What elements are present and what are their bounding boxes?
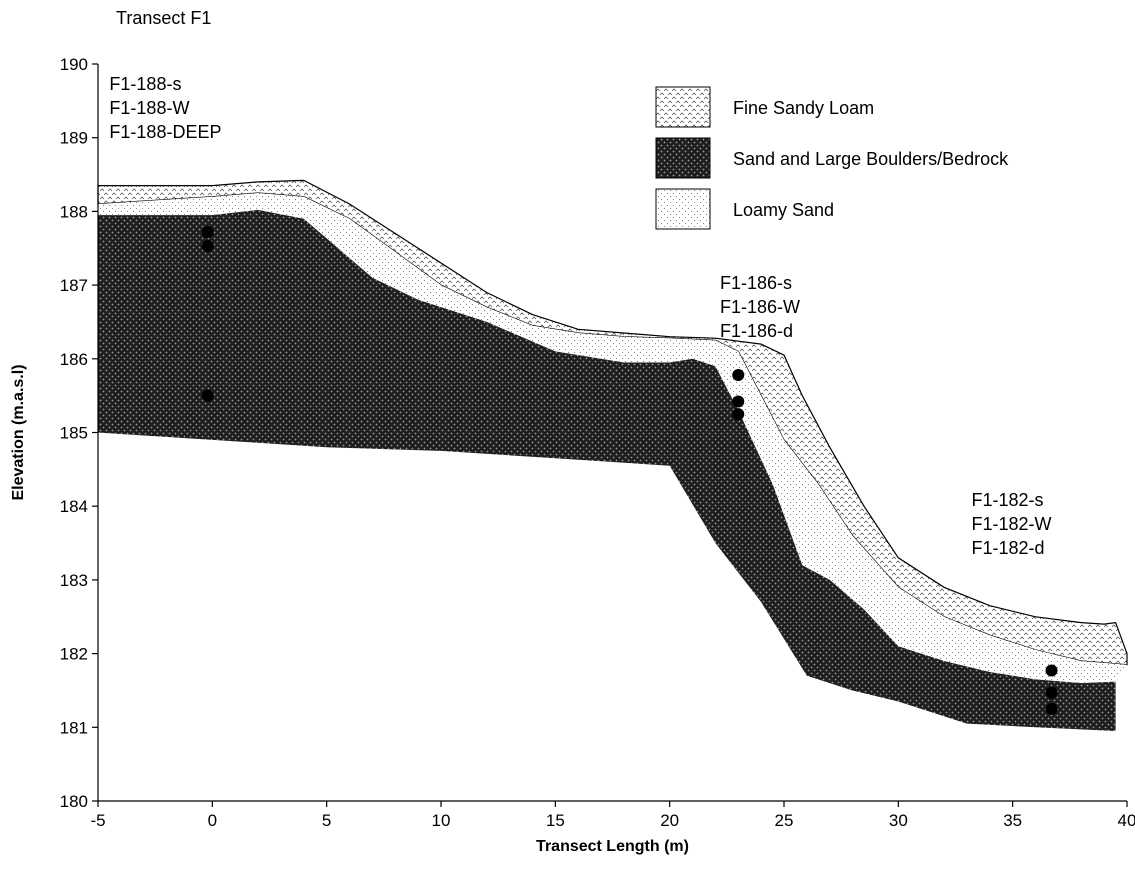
chart-title: Transect F1 (116, 8, 211, 28)
x-tick-label: 5 (322, 811, 331, 830)
x-tick-label: 10 (432, 811, 451, 830)
y-ticks: 180 181 182 183 184 185 186 187 188 189 190 (60, 55, 98, 811)
y-tick-label: 180 (60, 792, 88, 811)
loamy-sand-layer (98, 193, 1127, 684)
x-axis-label: Transect Length (m) (536, 838, 689, 855)
x-ticks: -5 0 5 10 15 20 25 30 35 40 (90, 801, 1135, 830)
sample-point (732, 395, 745, 408)
sand-boulders-layer (98, 209, 1116, 731)
sample-annotation-label: F1-186-W (720, 297, 800, 317)
legend-label: Sand and Large Boulders/Bedrock (733, 149, 1009, 169)
legend-swatch (655, 137, 711, 179)
sample-point (732, 408, 745, 421)
sample-annotation-label: F1-188-s (109, 74, 181, 94)
y-tick-label: 183 (60, 571, 88, 590)
sample-annotation-label: F1-182-W (972, 514, 1052, 534)
x-tick-label: 15 (546, 811, 565, 830)
y-tick-label: 182 (60, 645, 88, 664)
y-tick-label: 186 (60, 350, 88, 369)
x-tick-label: 0 (208, 811, 217, 830)
y-tick-label: 188 (60, 202, 88, 221)
x-tick-label: -5 (90, 811, 105, 830)
x-tick-label: 40 (1118, 811, 1135, 830)
sample-point (201, 240, 214, 253)
x-tick-label: 20 (660, 811, 679, 830)
sample-point (201, 389, 214, 402)
y-tick-label: 189 (60, 129, 88, 148)
y-axis-label: Elevation (m.a.s.l) (10, 364, 27, 500)
x-tick-label: 25 (775, 811, 794, 830)
sample-point (732, 369, 745, 382)
y-tick-label: 185 (60, 424, 88, 443)
legend-label: Fine Sandy Loam (733, 98, 874, 118)
sample-point (201, 226, 214, 239)
sample-annotations: F1-188-sF1-188-W F1-188-DEEP F1-186-sF1-18… (109, 74, 1051, 558)
sample-annotation-label: F1-186-s (720, 273, 792, 293)
sample-annotation-label: F1-188-DEEP (109, 122, 221, 142)
sample-annotation-label: F1-182-d (972, 538, 1045, 558)
legend-swatch (655, 86, 711, 128)
y-tick-label: 187 (60, 276, 88, 295)
sample-annotation-label: F1-186-d (720, 321, 793, 341)
sample-point (1045, 686, 1058, 699)
sample-points (201, 226, 1058, 715)
y-tick-label: 184 (60, 497, 88, 516)
sample-point (1045, 664, 1058, 677)
y-tick-label: 190 (60, 55, 88, 74)
soil-layers (97, 179, 1128, 731)
x-tick-label: 35 (1003, 811, 1022, 830)
sample-annotation-label: F1-182-s (972, 490, 1044, 510)
legend-swatch (655, 188, 711, 230)
x-tick-label: 30 (889, 811, 908, 830)
legend-label: Loamy Sand (733, 200, 834, 220)
sample-point (1045, 702, 1058, 715)
y-tick-label: 181 (60, 718, 88, 737)
axes: -5 0 5 10 15 20 25 30 35 40 180 181 182 183 184 185 186… (60, 55, 1135, 830)
sample-annotation-label: F1-188-W (109, 98, 189, 118)
